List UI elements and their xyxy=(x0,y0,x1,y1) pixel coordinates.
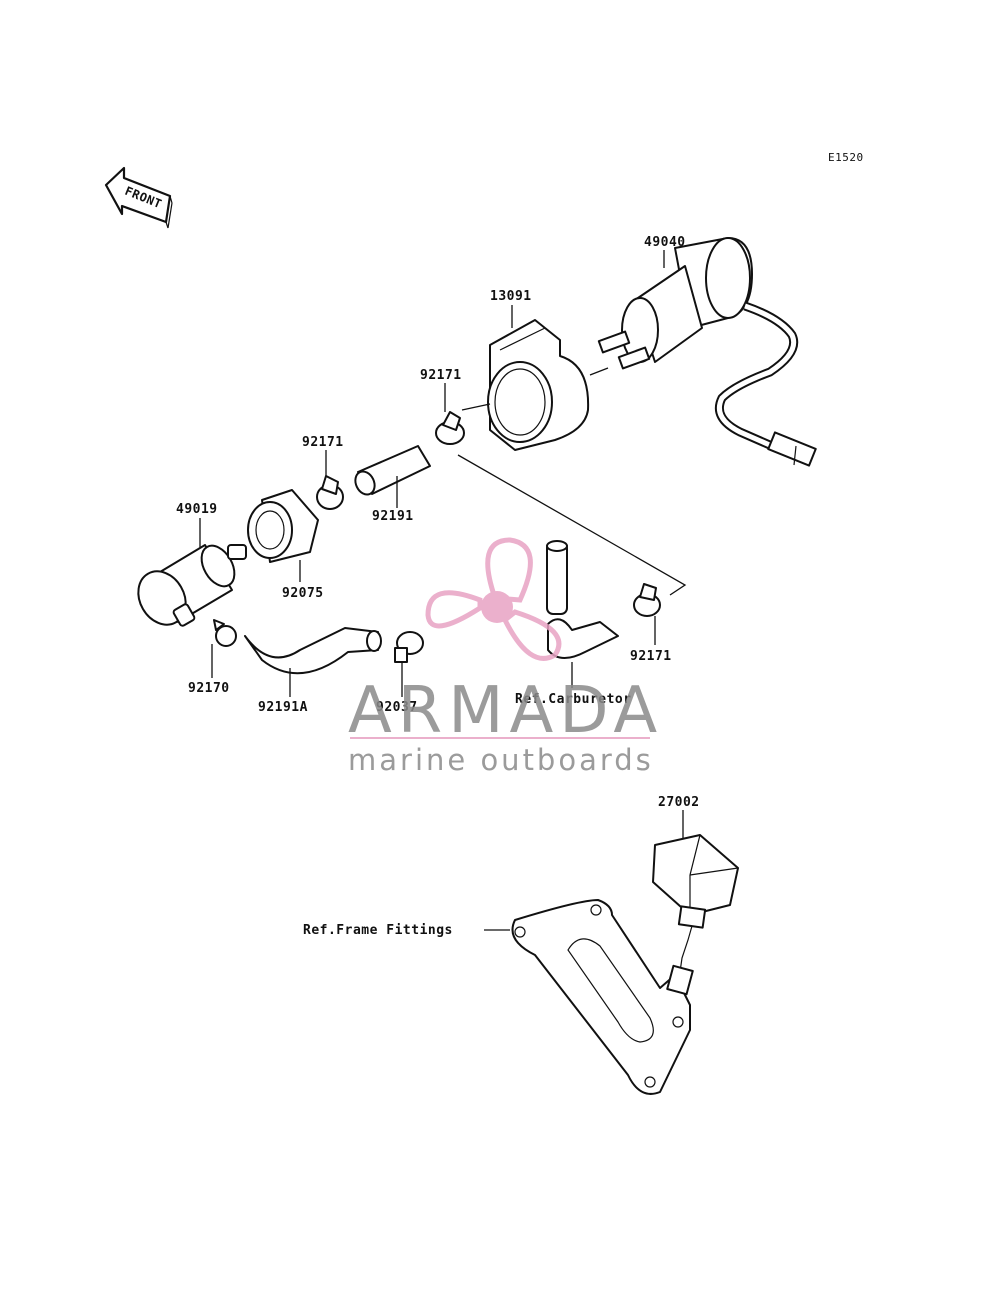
ref-frame-fittings-label: Ref.Frame Fittings xyxy=(303,923,453,938)
clamp-92037 xyxy=(394,631,424,663)
hose-carburetor xyxy=(546,540,619,659)
part-label-49040: 49040 xyxy=(644,235,686,250)
ref-carburetor-label: Ref.Carburetor xyxy=(515,692,632,707)
clamp-92170 xyxy=(213,619,237,647)
damper-92075 xyxy=(247,489,319,563)
part-label-13091: 13091 xyxy=(490,289,532,304)
watermark-brand: ARMADA xyxy=(348,674,663,748)
frame-bracket xyxy=(511,899,694,1095)
front-arrow-icon: FRONT xyxy=(104,166,173,229)
part-label-27002: 27002 xyxy=(658,795,700,810)
part-label-49019: 49019 xyxy=(176,502,218,517)
hose-92191A xyxy=(244,627,382,675)
bracket-13091 xyxy=(487,319,590,451)
clamp-92171-middle xyxy=(316,475,344,510)
watermark-tagline: marine outboards xyxy=(348,743,654,777)
part-label-92191: 92191 xyxy=(372,509,414,524)
part-label-92171-middle: 92171 xyxy=(302,435,344,450)
propeller-icon xyxy=(425,537,562,661)
hose-92191 xyxy=(354,445,431,496)
part-label-92037: 92037 xyxy=(376,700,418,715)
part-label-92170: 92170 xyxy=(188,681,230,696)
part-label-92171-right: 92171 xyxy=(630,649,672,664)
clamp-92171-upper xyxy=(435,411,465,445)
armada-logo: ARMADA marine outboards xyxy=(348,537,663,777)
fuel-pump-49040 xyxy=(597,237,817,467)
diagram-code: E1520 xyxy=(828,151,864,164)
part-label-92075: 92075 xyxy=(282,586,324,601)
part-label-92191A: 92191A xyxy=(258,700,308,715)
part-label-92171-upper: 92171 xyxy=(420,368,462,383)
fuel-filter-49019 xyxy=(137,544,247,627)
relay-27002 xyxy=(652,834,739,973)
clamp-92171-right xyxy=(633,583,661,617)
